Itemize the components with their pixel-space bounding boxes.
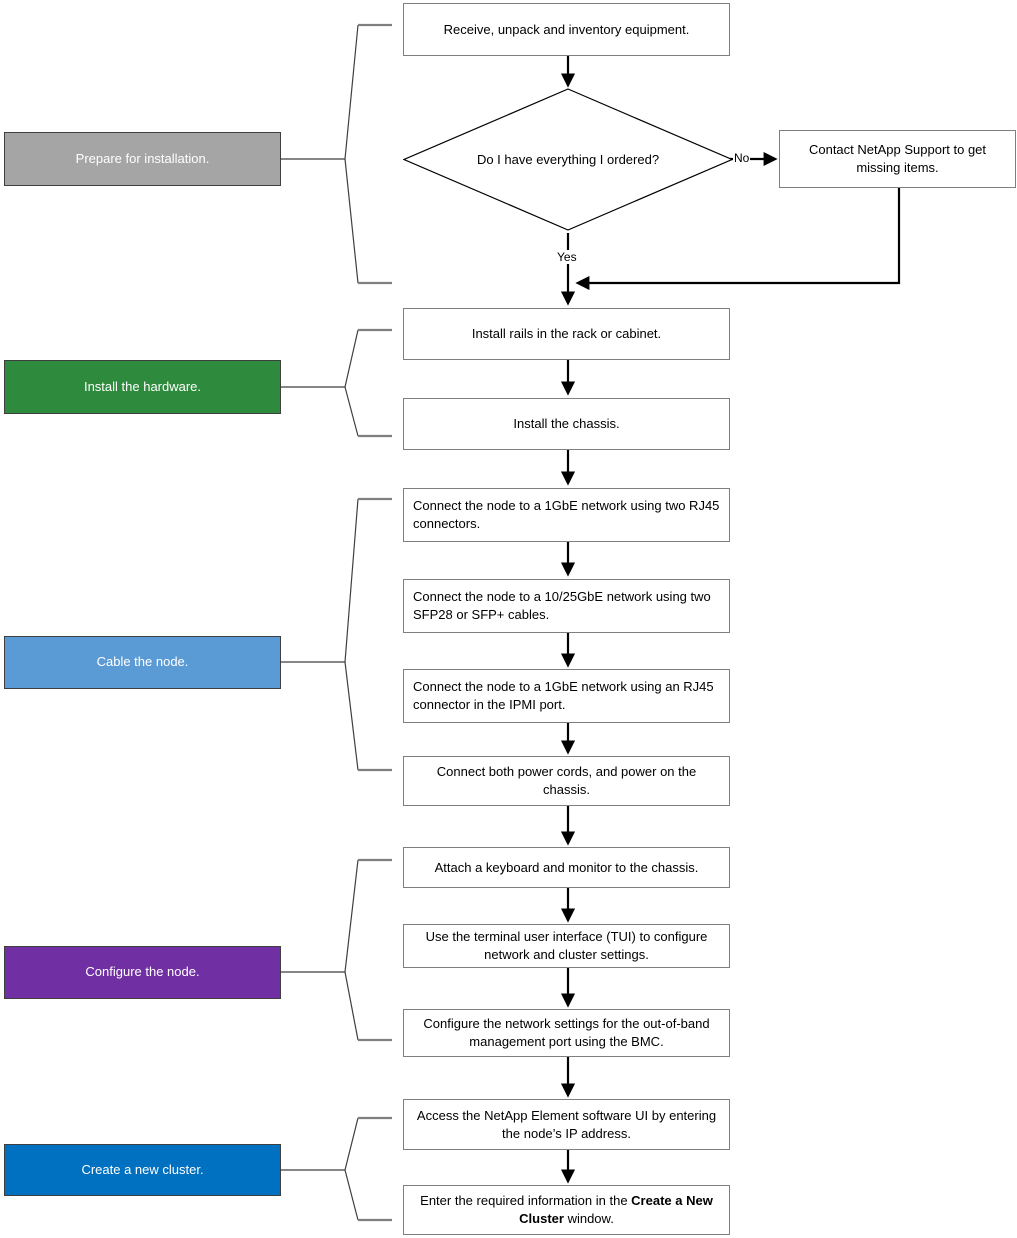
brace-prepare <box>281 23 392 285</box>
node-attach-keyboard-monitor[interactable]: Attach a keyboard and monitor to the cha… <box>403 847 730 888</box>
node-label: Install the chassis. <box>513 416 620 432</box>
node-install-chassis[interactable]: Install the chassis. <box>403 398 730 450</box>
stage-label: Create a new cluster. <box>81 1161 204 1177</box>
node-label: Receive, unpack and inventory equipment. <box>443 21 690 37</box>
stage-prepare-for-installation[interactable]: Prepare for installation. <box>4 132 281 186</box>
stage-label: Install the hardware. <box>83 378 202 394</box>
node-contact-netapp-support[interactable]: Contact NetApp Support to get missing it… <box>779 130 1016 188</box>
stage-label: Cable the node. <box>96 654 189 670</box>
node-label: Connect both power cords, and power on t… <box>436 764 697 797</box>
node-label-post: window. <box>563 1211 614 1226</box>
brace-configure <box>281 858 392 1042</box>
node-cable-10-25gbe-sfp[interactable]: Connect the node to a 10/25GbE network u… <box>403 579 730 633</box>
brace-install <box>281 328 392 438</box>
brace-cable <box>281 497 392 772</box>
stage-configure-the-node[interactable]: Configure the node. <box>4 946 281 999</box>
diamond-shape <box>403 88 733 231</box>
edge-label-yes: Yes <box>556 250 578 264</box>
edge-label-no: No <box>733 151 751 165</box>
node-label: Access the NetApp Element software UI by… <box>416 1107 717 1141</box>
node-cable-1gbe-rj45[interactable]: Connect the node to a 1GbE network using… <box>403 488 730 542</box>
node-label: Connect the node to a 1GbE network using… <box>413 679 714 712</box>
node-label-emphasis: Create a New Cluster <box>519 1193 713 1226</box>
node-label: Install rails in the rack or cabinet. <box>471 326 662 342</box>
node-configure-bmc-network[interactable]: Configure the network settings for the o… <box>403 1009 730 1057</box>
node-use-tui-configure[interactable]: Use the terminal user interface (TUI) to… <box>403 924 730 968</box>
stage-create-a-new-cluster[interactable]: Create a new cluster. <box>4 1144 281 1196</box>
stage-install-the-hardware[interactable]: Install the hardware. <box>4 360 281 414</box>
node-label: Contact NetApp Support to get missing it… <box>808 142 987 175</box>
node-access-element-ui[interactable]: Access the NetApp Element software UI by… <box>403 1099 730 1150</box>
decision-do-i-have-everything[interactable]: Do I have everything I ordered? <box>403 88 733 231</box>
brace-cluster <box>281 1116 392 1222</box>
node-label: Enter the required information in the Cr… <box>413 1192 720 1227</box>
node-label: Attach a keyboard and monitor to the cha… <box>434 859 699 875</box>
node-label: Connect the node to a 1GbE network using… <box>413 498 720 531</box>
node-install-rails[interactable]: Install rails in the rack or cabinet. <box>403 308 730 360</box>
node-label: Connect the node to a 10/25GbE network u… <box>413 589 711 622</box>
node-label: Configure the network settings for the o… <box>423 1016 710 1049</box>
node-connect-power-cords[interactable]: Connect both power cords, and power on t… <box>403 756 730 806</box>
node-cable-ipmi-port[interactable]: Connect the node to a 1GbE network using… <box>403 669 730 723</box>
node-enter-create-new-cluster[interactable]: Enter the required information in the Cr… <box>403 1185 730 1235</box>
node-label: Use the terminal user interface (TUI) to… <box>425 929 708 962</box>
node-label-pre: Enter the required information in the <box>420 1193 632 1209</box>
stage-label: Prepare for installation. <box>75 150 210 166</box>
node-receive-unpack-inventory[interactable]: Receive, unpack and inventory equipment. <box>403 3 730 56</box>
stage-label: Configure the node. <box>85 964 200 980</box>
stage-cable-the-node[interactable]: Cable the node. <box>4 636 281 689</box>
